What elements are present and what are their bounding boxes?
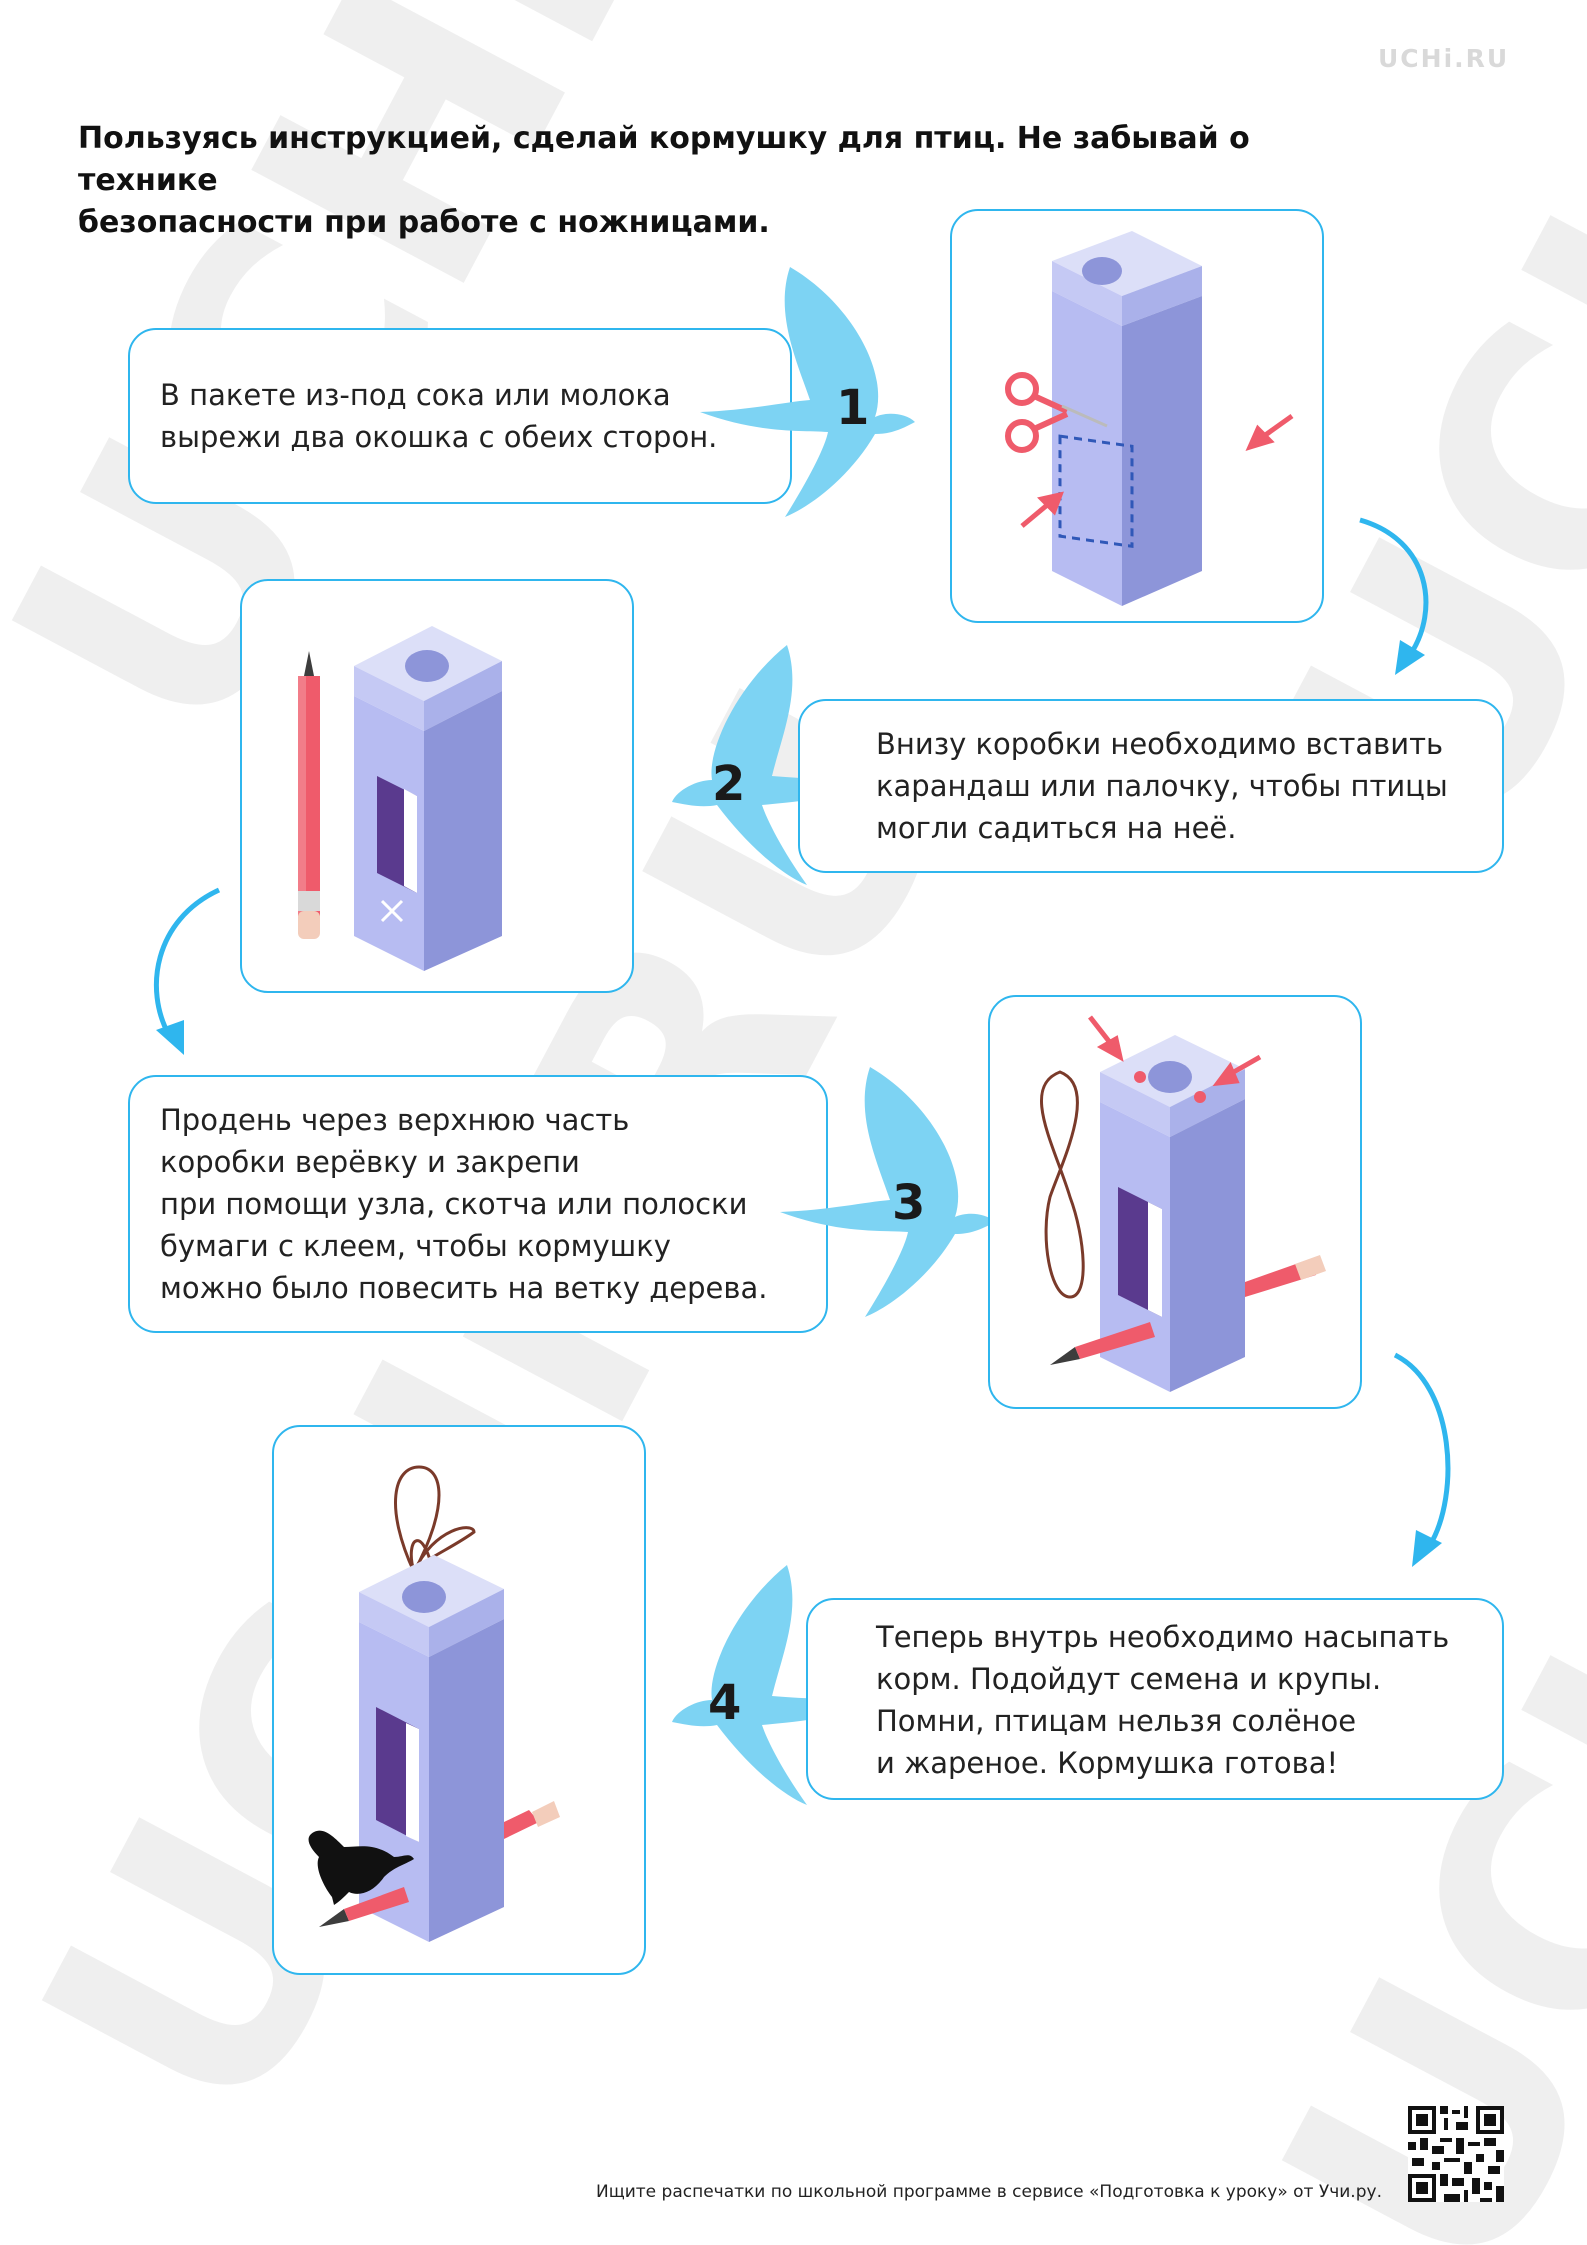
step-2-text-box: Внизу коробки необходимо вставить каранд… [798, 699, 1504, 873]
uchi-logo: UCHi.RU [1378, 44, 1510, 73]
step-1-text-box: В пакете из-под сока или молока вырежи д… [128, 328, 792, 504]
title-line-2: безопасности при работе с ножницами. [78, 205, 770, 240]
step-3-text-box: Продень через верхнюю часть коробки верё… [128, 1075, 828, 1333]
flow-arrow-1 [1350, 510, 1450, 680]
qr-code [1408, 2106, 1504, 2202]
step-1-illustration [950, 209, 1324, 623]
swallow-icon [662, 640, 892, 900]
step-4-illustration [272, 1425, 646, 1975]
flow-arrow-2 [134, 880, 234, 1060]
step-3-illustration [988, 995, 1362, 1409]
step-2-number: 2 [712, 756, 746, 812]
step-3-line-1: Продень через верхнюю часть [160, 1103, 630, 1137]
title-line-1: Пользуясь инструкцией, сделай кормушку д… [78, 121, 1250, 198]
step-2-line-3: могли садиться на неё. [876, 811, 1237, 845]
flow-arrow-3 [1380, 1345, 1480, 1575]
step-4-line-3: Помни, птицам нельзя солёное [876, 1704, 1357, 1738]
step-4-line-1: Теперь внутрь необходимо насыпать [876, 1620, 1450, 1654]
step-2-illustration [240, 579, 634, 993]
carton-pencil-icon [298, 626, 502, 971]
bird-feeder-icon [308, 1465, 560, 1942]
step-3-line-5: можно было повесить на ветку дерева. [160, 1271, 768, 1305]
step-3-line-2: коробки верёвку и закрепи [160, 1145, 580, 1179]
swallow-icon [700, 262, 930, 522]
swallow-icon [662, 1560, 892, 1820]
carton-string-icon [1040, 1015, 1326, 1392]
step-2-line-1: Внизу коробки необходимо вставить [876, 727, 1444, 761]
step-3-line-4: бумаги с клеем, чтобы кормушку [160, 1229, 671, 1263]
carton-scissors-icon [1005, 231, 1294, 606]
step-1-line-1: В пакете из-под сока или молока [160, 378, 671, 412]
step-4-number: 4 [708, 1675, 742, 1731]
step-3-number: 3 [892, 1175, 926, 1231]
step-1-number: 1 [836, 380, 870, 436]
step-4-text-box: Теперь внутрь необходимо насыпать корм. … [806, 1598, 1504, 1800]
page-title: Пользуясь инструкцией, сделай кормушку д… [78, 118, 1378, 244]
step-1-line-2: вырежи два окошка с обеих сторон. [160, 420, 718, 454]
footer-text: Ищите распечатки по школьной программе в… [596, 2182, 1382, 2202]
step-4-line-2: корм. Подойдут семена и крупы. [876, 1662, 1382, 1696]
step-4-line-4: и жареное. Кормушка готова! [876, 1746, 1339, 1780]
swallow-icon [780, 1062, 1010, 1322]
step-3-line-3: при помощи узла, скотча или полоски [160, 1187, 748, 1221]
step-2-line-2: карандаш или палочку, чтобы птицы [876, 769, 1448, 803]
